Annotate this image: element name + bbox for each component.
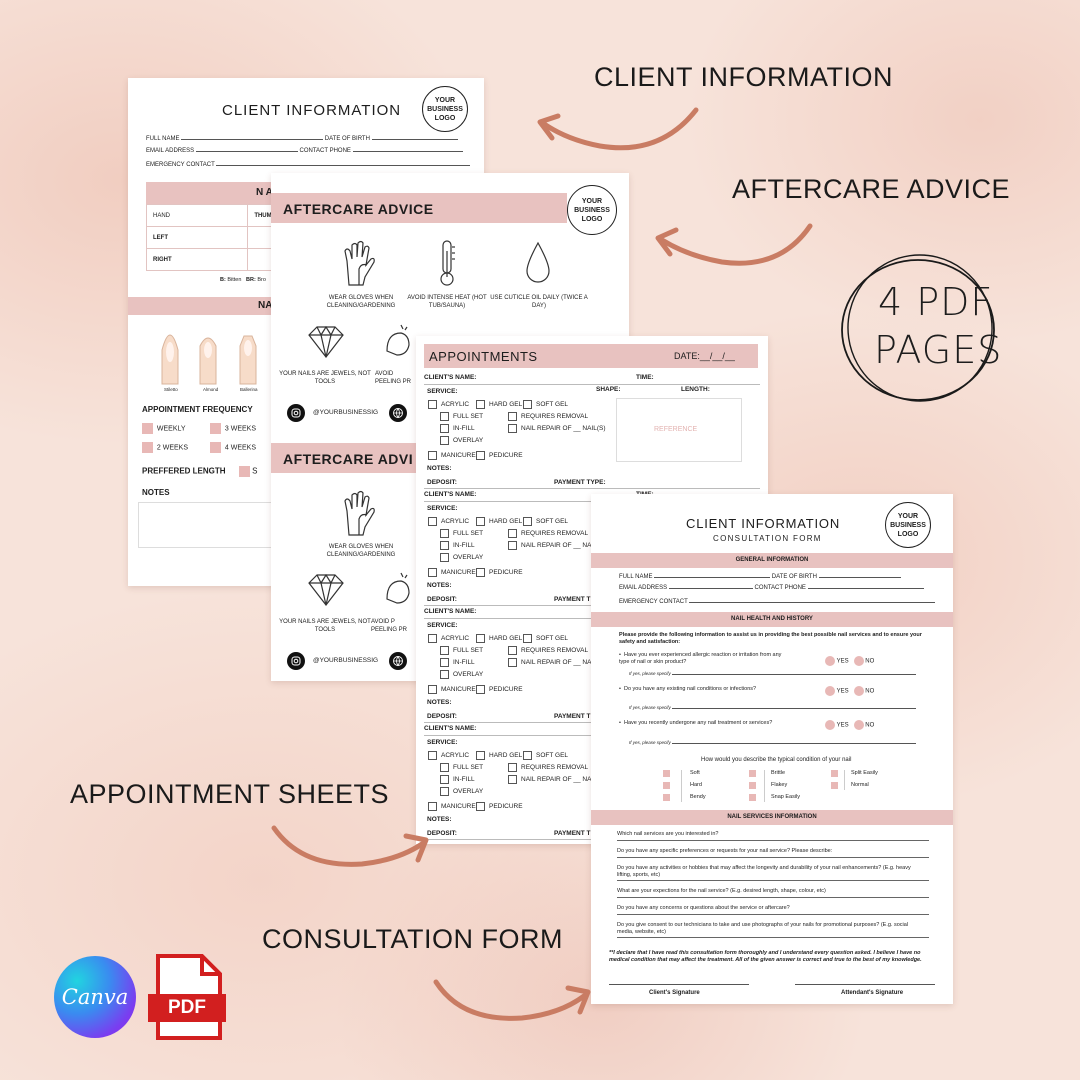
nail-health-band: NAIL HEALTH AND HISTORY xyxy=(591,612,953,627)
health-question: • Do you have any existing nail conditio… xyxy=(619,686,757,692)
consult-subtitle: CONSULTATION FORM xyxy=(713,534,822,543)
badge-text-line2: PAGES xyxy=(874,328,1003,372)
gloves-icon xyxy=(344,240,375,286)
service-question: What are your expections for the nail se… xyxy=(617,888,826,894)
aftercare-title-band xyxy=(271,193,567,223)
gloves-caption-2: WEAR GLOVES WHEN CLEANING/GARDENING xyxy=(326,544,396,558)
heat-caption: AVOID INTENSE HEAT (HOT TUB/SAUNA) xyxy=(407,295,487,309)
social-handle: @YOURBUSINESSIG xyxy=(313,409,379,416)
gloves-icon xyxy=(344,490,375,536)
answer-line xyxy=(617,937,929,938)
client-signature-label: Client's Signature xyxy=(649,990,700,996)
service-question: Which nail services are you interested i… xyxy=(617,831,719,837)
globe-icon xyxy=(389,404,407,422)
aftercare-title: AFTERCARE ADVICE xyxy=(283,201,434,217)
peel-caption-2: AVOID P PEELING PR xyxy=(371,619,408,633)
client-signature-line xyxy=(609,984,749,985)
service-question: Do you give consent to our technicians t… xyxy=(617,922,909,935)
answer-line xyxy=(617,880,929,881)
callout-client-information: CLIENT INFORMATION xyxy=(594,62,894,92)
social-handle: @YOURBUSINESSIG xyxy=(313,657,379,664)
notes-title: NOTES xyxy=(142,488,170,497)
appointments-date: DATE:__/__/__ xyxy=(674,351,735,361)
globe-icon xyxy=(389,652,407,670)
badge-circle xyxy=(841,254,995,402)
service-question: Do you have any specific preferences or … xyxy=(617,848,833,854)
declaration: **I declare that I have read this consul… xyxy=(609,950,922,963)
yes-no-options: YES NO xyxy=(825,720,874,730)
shape-label: Almond xyxy=(203,387,219,392)
specify-row: If yes, please specify xyxy=(629,671,917,676)
health-question: • Have you ever experienced allergic rea… xyxy=(619,652,782,665)
health-question: • Have you recently undergone any nail t… xyxy=(619,720,773,726)
appointment-frequency-title: APPOINTMENT FREQUENCY xyxy=(142,405,253,414)
yes-no-options: YES NO xyxy=(825,656,874,666)
appointments-title: APPOINTMENTS xyxy=(429,349,538,364)
consult-title: CLIENT INFORMATION xyxy=(686,516,841,531)
callout-aftercare-advice: AFTERCARE ADVICE xyxy=(732,174,1011,204)
pdf-file-icon: PDF xyxy=(148,954,226,1040)
instagram-icon xyxy=(287,652,305,670)
diamond-icon xyxy=(308,573,344,606)
arrow-appointments-icon xyxy=(271,825,429,867)
aftercare-title-2: AFTERCARE ADVI xyxy=(283,451,414,467)
answer-line xyxy=(617,914,929,915)
jewels-caption-2: YOUR NAILS ARE JEWELS, NOT TOOLS xyxy=(279,619,371,633)
consultation-form-sheet: CLIENT INFORMATION CONSULTATION FORM YOU… xyxy=(591,494,953,1004)
specify-row: If yes, please specify xyxy=(629,705,917,710)
service-question: Do you have any concerns or questions ab… xyxy=(617,905,790,911)
service-question: Do you have any activities or hobbies th… xyxy=(617,865,911,878)
arrow-consultation-icon xyxy=(433,979,591,1021)
callout-appointment-sheets: APPOINTMENT SHEETS xyxy=(70,779,390,809)
badge-text-line1: 4 PDF xyxy=(878,280,994,324)
answer-line xyxy=(617,840,929,841)
emergency-row: EMERGENCY CONTACT xyxy=(619,599,936,605)
shape-label: Ballerina xyxy=(240,387,258,392)
callout-consultation-form: CONSULTATION FORM xyxy=(262,924,563,954)
thermometer-icon xyxy=(440,240,455,286)
full-name-row: FULL NAME DATE OF BIRTH xyxy=(146,136,458,142)
appointments-title-band xyxy=(424,344,758,368)
appointment-block: CLIENT'S NAME:TIME:SERVICE:SHAPE:LENGTH:… xyxy=(416,372,768,489)
email-row: EMAIL ADDRESS CONTACT PHONE xyxy=(619,585,924,591)
sheet-title: CLIENT INFORMATION xyxy=(222,102,402,119)
legend: B: Bitten BR: Bro xyxy=(220,277,266,283)
emergency-row: EMERGENCY CONTACT xyxy=(146,162,471,168)
diamond-icon xyxy=(308,325,344,358)
oil-caption: USE CUTICLE OIL DAILY (TWICE A DAY) xyxy=(490,295,588,309)
full-name-row: FULL NAME DATE OF BIRTH xyxy=(619,574,901,580)
freq-3-weeks: 3 WEEKS xyxy=(210,423,256,434)
health-intro: Please provide the following information… xyxy=(619,632,922,645)
condition-question: How would you describe the typical condi… xyxy=(701,757,852,763)
oil-drop-icon xyxy=(526,241,550,283)
canva-logo: Canva xyxy=(54,956,136,1038)
preferred-length-title: PREFFERED LENGTH S xyxy=(142,466,258,477)
general-information-band: GENERAL INFORMATION xyxy=(591,553,953,568)
peel-caption: AVOID PEELING PR xyxy=(375,371,412,385)
answer-line xyxy=(617,857,929,858)
gloves-caption: WEAR GLOVES WHEN CLEANING/GARDENING xyxy=(326,295,396,309)
nail-services-band: NAIL SERVICES INFORMATION xyxy=(591,810,953,825)
instagram-icon xyxy=(287,404,305,422)
specify-row: If yes, please specify xyxy=(629,740,917,745)
attendant-signature-label: Attendant's Signature xyxy=(841,990,904,996)
freq-4-weeks: 4 WEEKS xyxy=(210,442,256,453)
yes-no-options: YES NO xyxy=(825,686,874,696)
freq-2-weeks: 2 WEEKS xyxy=(142,442,188,453)
jewels-caption: YOUR NAILS ARE JEWELS, NOT TOOLS xyxy=(279,371,371,385)
nail-peel-icon xyxy=(386,572,410,604)
freq-weekly: WEEKLY xyxy=(142,423,186,434)
email-row: EMAIL ADDRESS CONTACT PHONE xyxy=(146,148,463,154)
arrow-aftercare-icon xyxy=(655,223,813,266)
nail-shapes-illustration xyxy=(161,334,257,385)
arrow-client-information-icon xyxy=(537,107,699,151)
nail-peel-icon xyxy=(386,324,410,356)
attendant-signature-line xyxy=(795,984,935,985)
shape-label: Stiletto xyxy=(164,387,178,392)
answer-line xyxy=(617,897,929,898)
condition-options: Soft Hard Bendy Brittle Flakey Snap Easi… xyxy=(663,770,893,802)
